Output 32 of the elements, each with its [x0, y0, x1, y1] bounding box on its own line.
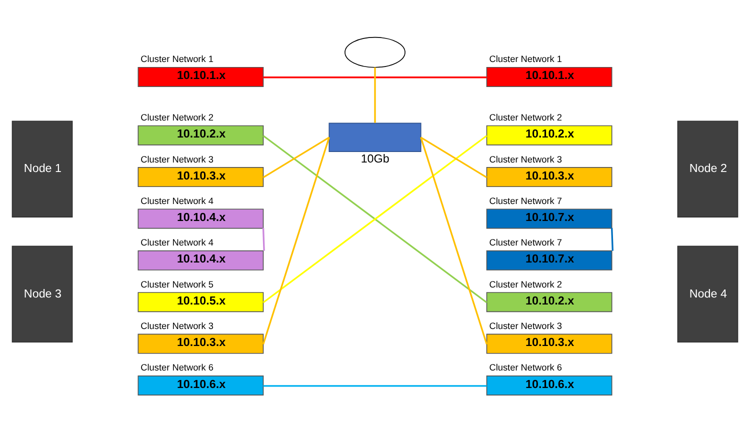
node-label: Cluster Network 1 — [140, 54, 214, 64]
node-label: Cluster Network 2 — [489, 279, 562, 290]
connector — [420, 137, 488, 344]
node-label: Cluster Network 4 — [140, 196, 214, 206]
node-label: Cluster Network 3 — [140, 154, 214, 164]
node-label: Cluster Network 1 — [489, 54, 562, 64]
node-box: Node 1 — [12, 120, 73, 218]
node-label: Cluster Network 3 — [489, 321, 562, 332]
node-label: Cluster Network 7 — [489, 196, 562, 206]
connector — [420, 136, 488, 178]
node-label: Cluster Network 3 — [140, 321, 214, 332]
node-label: Cluster Network 6 — [140, 362, 214, 373]
node-label: Cluster Network 7 — [489, 238, 562, 248]
node-label: Cluster Network 5 — [140, 279, 214, 290]
connector — [262, 228, 265, 251]
node-label: Cluster Network 2 — [489, 112, 562, 123]
connector — [262, 137, 330, 344]
node-label: Cluster Network 4 — [140, 238, 214, 248]
connector — [262, 136, 330, 178]
node-box: Node 2 — [677, 120, 738, 218]
node-label: Cluster Network 6 — [489, 362, 562, 373]
connector — [374, 67, 376, 123]
node-box: Node 4 — [677, 246, 738, 343]
connector — [262, 135, 488, 304]
node-cloud — [344, 36, 406, 68]
node-label: 10Gb — [360, 152, 390, 166]
node-label: Cluster Network 2 — [140, 112, 214, 123]
connector — [611, 228, 614, 251]
node-box: Node 3 — [12, 246, 73, 343]
connector — [263, 385, 487, 387]
connector — [263, 76, 487, 78]
node-label: Cluster Network 3 — [489, 154, 562, 164]
